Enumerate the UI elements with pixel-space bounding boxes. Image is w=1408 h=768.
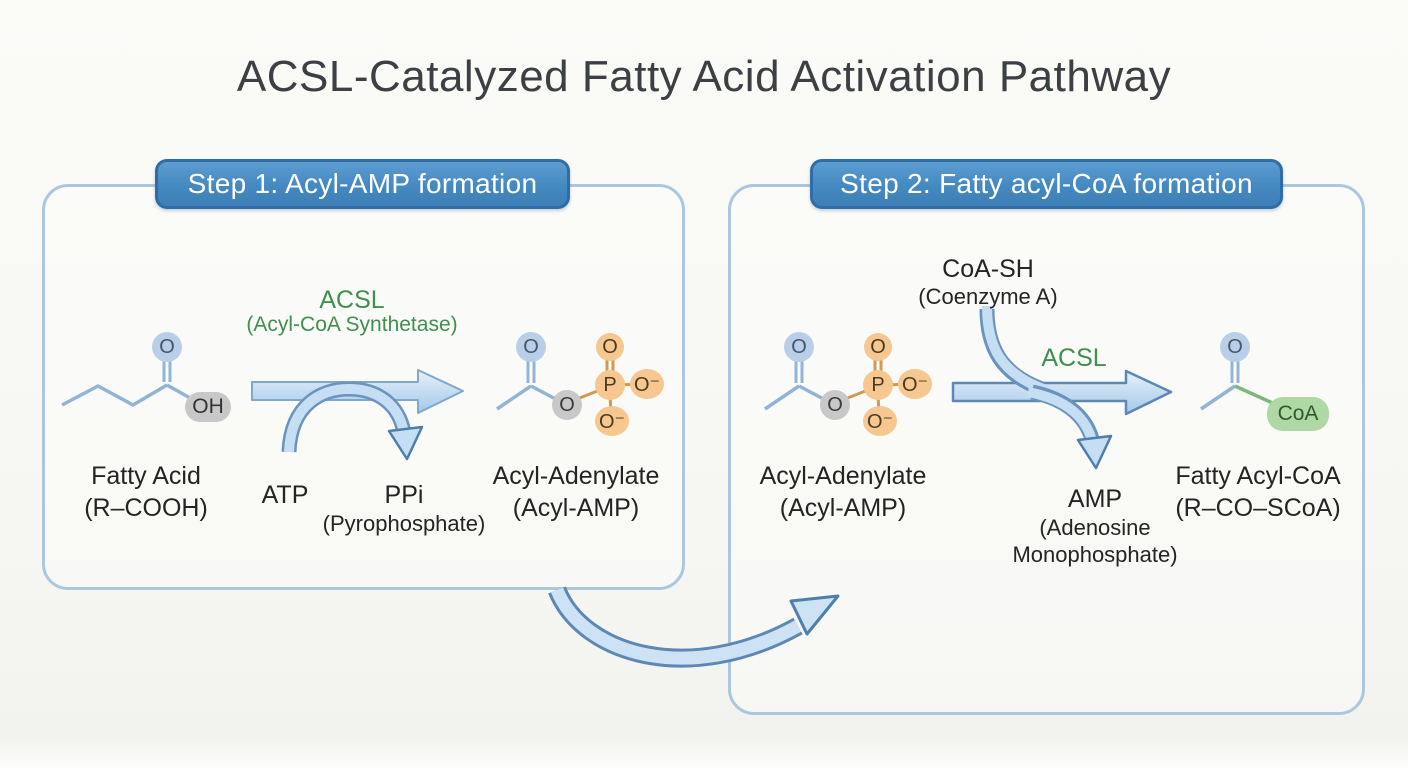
fatty-acid-structure: O OH [60, 330, 260, 450]
ppi-sublabel: (Pyrophosphate) [322, 511, 486, 536]
carbonyl-oxygen-atom: O [516, 332, 546, 362]
ppi-label: PPi [384, 481, 424, 509]
phosphate-oxygen-atom: O [596, 333, 624, 361]
step1-header-label: Step 1: Acyl-AMP formation [187, 168, 538, 199]
atp-label: ATP [261, 481, 309, 509]
acyl-adenylate-structure-step1: O O P O O⁻ O⁻ [480, 330, 680, 450]
acyl-adenylate-label-step1: Acyl-Adenylate [492, 462, 660, 490]
acyl-adenylate-structure-step2: O O P O O⁻ O⁻ [748, 330, 948, 450]
acyl-adenylate-formula-step2: (Acyl-AMP) [779, 494, 907, 522]
acyl-adenylate-formula-step1: (Acyl-AMP) [512, 494, 640, 522]
fatty-acyl-coa-structure: O CoA [1190, 330, 1390, 450]
coa-group: CoA [1267, 397, 1329, 431]
hydroxyl-group: OH [185, 392, 231, 422]
page-title: ACSL-Catalyzed Fatty Acid Activation Pat… [236, 52, 1172, 101]
step1-enzyme-sublabel: (Acyl-CoA Synthetase) [246, 313, 458, 336]
step2-enzyme-label: ACSL [1041, 344, 1107, 372]
bridge-oxygen-atom: O [552, 390, 582, 420]
bridge-oxygen-atom: O [820, 390, 850, 420]
step1-enzyme-label: ACSL [319, 286, 385, 314]
fatty-acid-label: Fatty Acid [91, 462, 201, 490]
step1-header-badge: Step 1: Acyl-AMP formation [155, 159, 570, 209]
phosphate-oxygen-minus-atom: O⁻ [863, 406, 897, 436]
amp-label: AMP [1067, 485, 1123, 513]
fatty-acyl-coa-formula: (R–CO–SCoA) [1175, 494, 1341, 522]
step2-header-badge: Step 2: Fatty acyl-CoA formation [810, 159, 1283, 209]
phosphate-oxygen-minus-atom: O⁻ [630, 369, 664, 399]
step2-header-label: Step 2: Fatty acyl-CoA formation [840, 168, 1253, 199]
phosphate-oxygen-minus-atom: O⁻ [898, 369, 932, 399]
phosphorus-atom: P [595, 370, 625, 400]
amp-sublabel: (Adenosine Monophosphate) [1012, 515, 1178, 567]
fatty-acid-formula: (R–COOH) [84, 494, 208, 522]
coa-sh-sublabel: (Coenzyme A) [918, 284, 1058, 309]
phosphorus-atom: P [863, 370, 893, 400]
carbonyl-oxygen-atom: O [1220, 332, 1250, 362]
coa-sh-label: CoA-SH [942, 255, 1034, 283]
carbonyl-oxygen-atom: O [784, 332, 814, 362]
acyl-adenylate-label-step2: Acyl-Adenylate [759, 462, 927, 490]
phosphate-oxygen-minus-atom: O⁻ [595, 406, 629, 436]
carbonyl-oxygen-atom: O [152, 332, 182, 362]
fatty-acyl-coa-label: Fatty Acyl-CoA [1175, 462, 1341, 490]
phosphate-oxygen-atom: O [864, 333, 892, 361]
